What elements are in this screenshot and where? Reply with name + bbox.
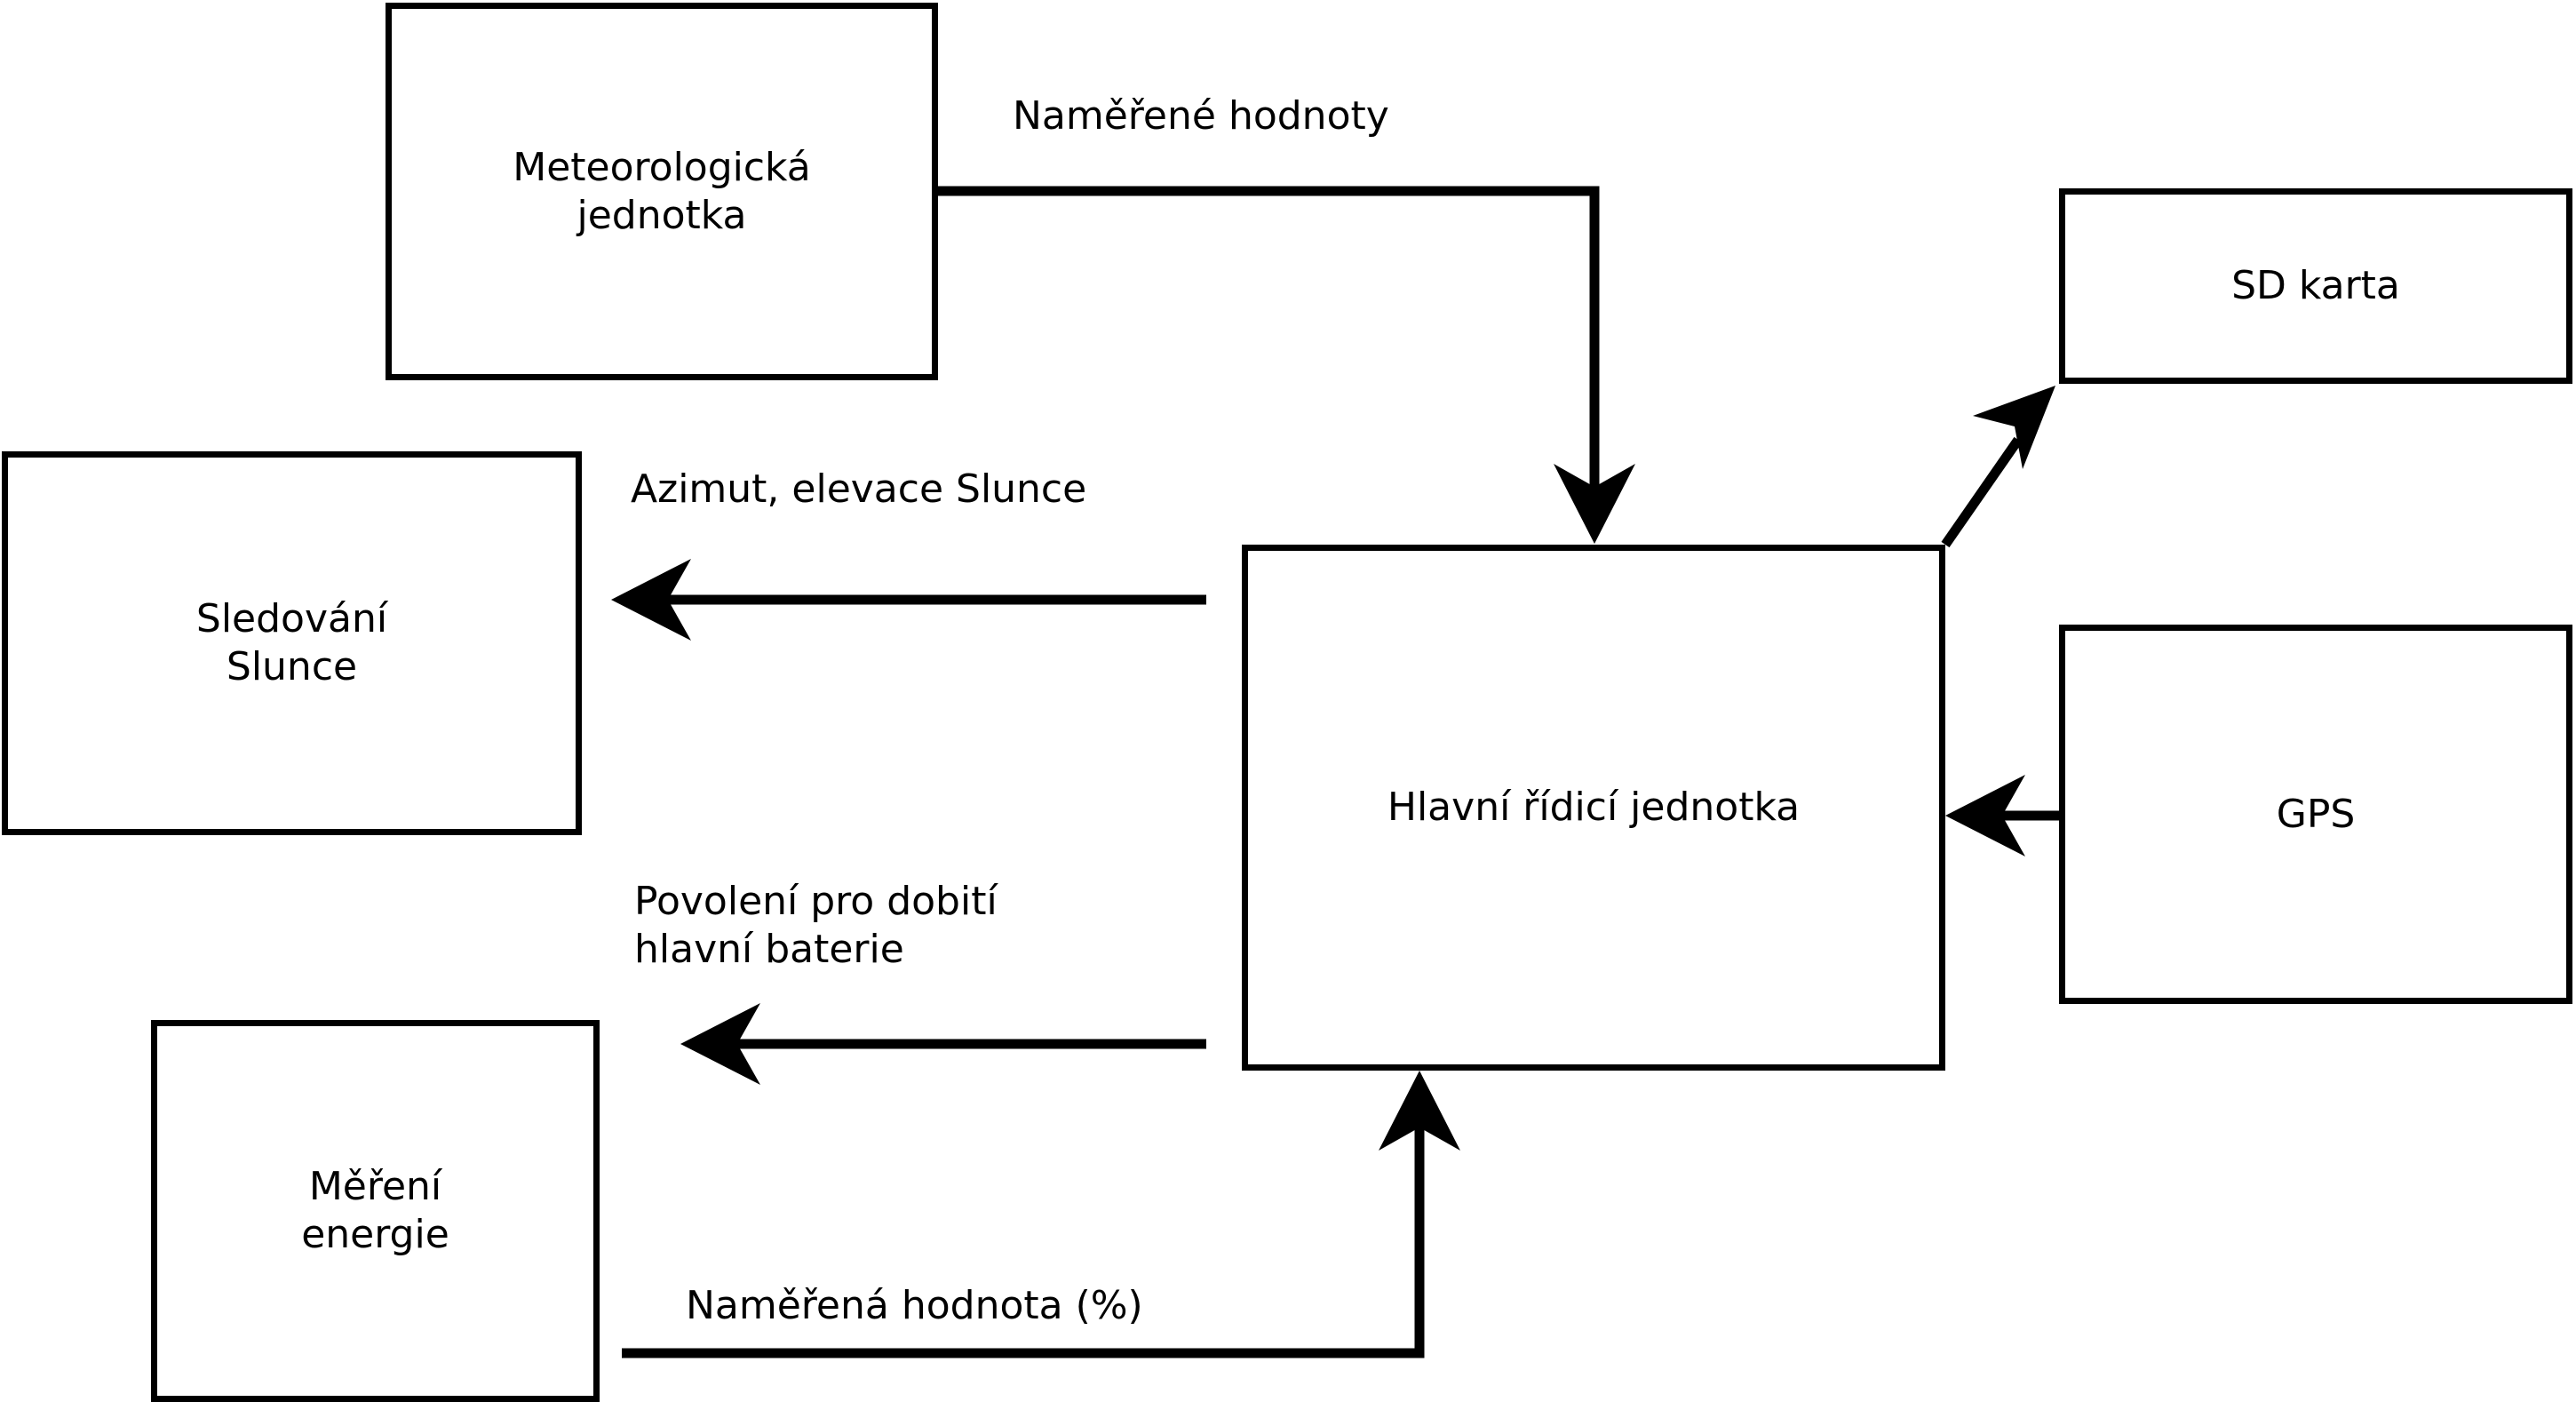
node-main-control-unit-label: Hlavní řídicí jednotka [1387, 785, 1801, 831]
node-sun-tracking-label: Sledování Slunce [195, 596, 388, 689]
connector-main-to-energy [680, 1003, 1206, 1085]
node-sun-tracking[interactable]: Sledování Slunce [2, 451, 582, 835]
node-main-control-unit[interactable]: Hlavní řídicí jednotka [1242, 545, 1945, 1071]
node-meteo-unit-label: Meteorologická jednotka [513, 144, 811, 238]
node-energy-measurement-label: Měření energie [301, 1164, 449, 1257]
edge-label-azimuth-elevation: Azimut, elevace Slunce [631, 466, 1087, 512]
node-meteo-unit[interactable]: Meteorologická jednotka [386, 3, 938, 380]
edge-label-measured-value-percent: Naměřená hodnota (%) [686, 1283, 1143, 1328]
connector-energy-to-main [622, 1071, 1460, 1358]
edge-label-battery-charge-permission: Povolení pro dobití hlavní baterie [634, 879, 998, 972]
edge-label-measured-values: Naměřené hodnoty [1013, 93, 1389, 139]
node-sd-card-label: SD karta [2231, 263, 2400, 309]
node-gps[interactable]: GPS [2059, 625, 2572, 1004]
connector-main-to-sdcard [1941, 386, 2055, 548]
node-sd-card[interactable]: SD karta [2059, 188, 2572, 384]
connector-main-to-tracking [611, 559, 1206, 641]
connector-gps-to-main [1945, 775, 2059, 856]
node-gps-label: GPS [2276, 791, 2356, 837]
node-energy-measurement[interactable]: Měření energie [151, 1020, 600, 1402]
connector-meteo-to-main [938, 186, 1635, 544]
